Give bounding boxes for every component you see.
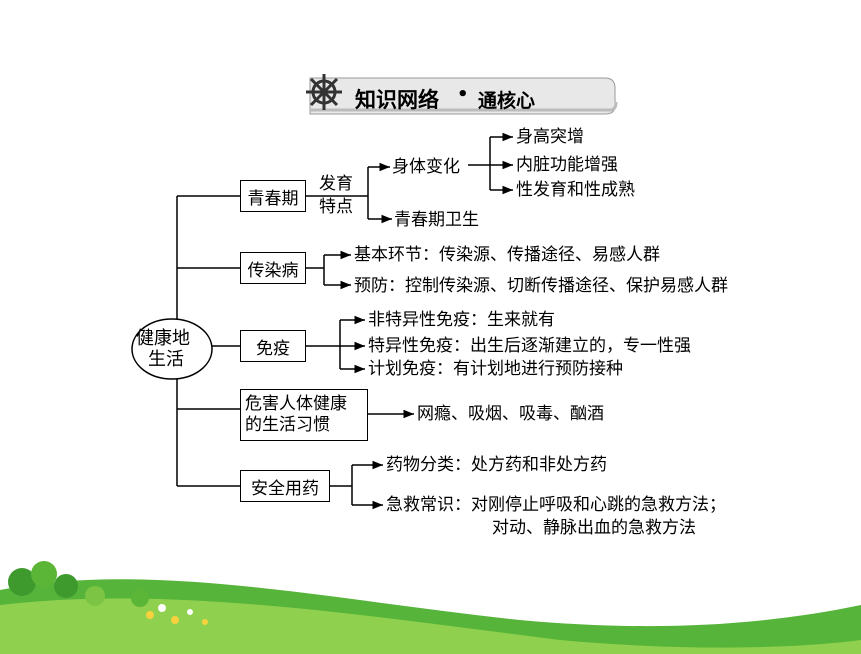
- puberty-body-item-1: 身高突增: [516, 127, 584, 147]
- puberty-body-item-3: 性发育和性成熟: [516, 180, 635, 200]
- immunity-item-1: 非特异性免疫：生来就有: [368, 310, 555, 330]
- trees-decoration: [8, 561, 149, 607]
- ship-wheel-icon: [306, 74, 342, 110]
- header-title: 知识网络: [355, 88, 439, 112]
- puberty-body-item-2: 内脏功能增强: [516, 155, 618, 175]
- center-line2: 生活: [148, 349, 184, 370]
- puberty-hygiene: 青春期卫生: [394, 210, 479, 230]
- header-banner: [309, 77, 618, 115]
- medication-item-2: 急救常识：对刚停止呼吸和心跳的急救方法；: [386, 495, 726, 515]
- node-puberty: 青春期: [240, 180, 306, 212]
- immunity-item-3: 计划免疫：有计划地进行预防接种: [368, 359, 623, 379]
- node-safe-medication: 安全用药: [240, 470, 330, 502]
- medication-item-1: 药物分类：处方药和非处方药: [386, 455, 607, 475]
- node-harmful-habits: 危害人体健康 的生活习惯: [240, 389, 368, 441]
- center-line1: 健康地: [136, 328, 190, 349]
- grass-hill-front: [0, 598, 861, 654]
- harmful-habits-line1: 危害人体健康: [245, 394, 347, 414]
- harmful-habits-items: 网瘾、吸烟、吸毒、酗酒: [417, 404, 604, 424]
- header-subtitle: 通核心: [478, 90, 536, 112]
- infectious-item-1: 基本环节：传染源、传播途径、易感人群: [354, 245, 660, 265]
- immunity-item-2: 特异性免疫：出生后逐渐建立的，专一性强: [368, 336, 691, 356]
- harmful-habits-line2: 的生活习惯: [245, 415, 330, 435]
- node-immunity: 免疫: [240, 330, 306, 362]
- center-ellipse: [131, 318, 213, 380]
- infectious-item-2: 预防：控制传染源、切断传播途径、保护易感人群: [354, 276, 728, 296]
- medication-item-3: 对动、静脉出血的急救方法: [492, 518, 696, 538]
- puberty-feature-line1: 发育: [319, 174, 353, 194]
- puberty-feature-line2: 特点: [319, 197, 353, 217]
- flowers-decoration: [146, 604, 208, 625]
- puberty-body-change: 身体变化: [392, 157, 460, 177]
- node-infectious-disease: 传染病: [240, 252, 306, 284]
- header-dot: •: [457, 84, 469, 105]
